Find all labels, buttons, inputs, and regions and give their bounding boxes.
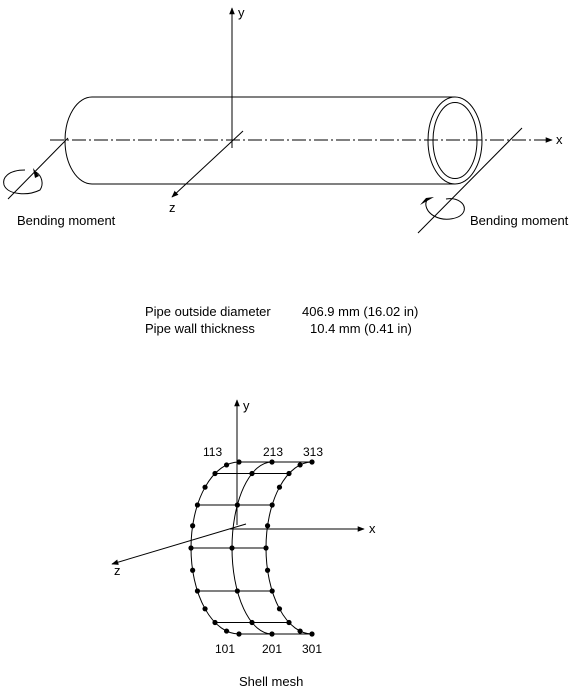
node-label: 201 <box>262 642 282 656</box>
z-axis <box>171 130 244 198</box>
mesh-y-axis-label: y <box>243 398 250 413</box>
property-value: 10.4 mm (0.41 in) <box>310 321 412 336</box>
property-value: 406.9 mm (16.02 in) <box>302 304 418 319</box>
mesh-node <box>297 462 303 468</box>
right-moment-plane <box>417 127 523 234</box>
mesh-node <box>236 631 242 637</box>
pipe-figure: x y z Bending moment Bending moment <box>3 5 569 234</box>
left-moment-label: Bending moment <box>17 213 116 228</box>
mesh-node <box>223 628 230 634</box>
mesh-x-axis-label: x <box>369 521 376 536</box>
mesh-node <box>276 484 283 490</box>
mesh-node <box>223 462 230 468</box>
node-label: 301 <box>302 642 322 656</box>
mesh-node <box>269 631 275 637</box>
right-moment-arrow-icon <box>425 198 465 220</box>
x-axis-label: x <box>556 132 563 147</box>
pipe-properties: Pipe outside diameter 406.9 mm (16.02 in… <box>145 304 418 336</box>
mesh-node <box>269 588 275 594</box>
left-moment-plane <box>7 137 69 200</box>
mesh-node <box>212 619 218 626</box>
mesh-node <box>286 470 292 477</box>
mesh-node <box>188 545 194 551</box>
mesh-node <box>276 606 283 612</box>
mesh-node <box>194 588 201 594</box>
mesh-node <box>194 502 201 508</box>
node-label: 213 <box>263 445 283 459</box>
y-axis-label: y <box>238 5 245 20</box>
mesh-node <box>264 567 271 573</box>
mesh-node <box>212 470 218 477</box>
shell-mesh-nodes <box>188 459 315 637</box>
node-label: 101 <box>215 642 235 656</box>
mesh-figure: y x z 113 213 313 101 201 301 Shell mesh <box>111 398 376 689</box>
mesh-node <box>236 459 242 465</box>
node-label: 313 <box>303 445 323 459</box>
mesh-node <box>249 619 255 626</box>
mesh-node <box>297 628 303 634</box>
mesh-node <box>249 470 255 477</box>
mesh-node <box>190 523 196 529</box>
mesh-node <box>309 631 315 637</box>
mesh-node <box>234 502 240 508</box>
mesh-node <box>263 545 269 551</box>
mesh-z-axis <box>111 523 247 565</box>
mesh-node <box>269 459 275 465</box>
mesh-caption: Shell mesh <box>239 674 303 689</box>
mesh-node <box>202 606 208 612</box>
mesh-node <box>202 484 208 490</box>
property-label: Pipe outside diameter <box>145 304 271 319</box>
shell-mesh-lines <box>190 461 313 635</box>
mesh-node <box>309 459 315 465</box>
node-label: 113 <box>203 445 222 459</box>
mesh-arc <box>265 461 313 635</box>
property-label: Pipe wall thickness <box>145 321 255 336</box>
z-axis-label: z <box>169 200 176 215</box>
mesh-node <box>229 545 235 551</box>
right-moment-label: Bending moment <box>470 213 569 228</box>
mesh-node <box>269 502 275 508</box>
left-moment-arrow-icon <box>3 169 43 195</box>
mesh-node <box>190 567 196 573</box>
mesh-node <box>264 523 271 529</box>
mesh-z-axis-label: z <box>114 563 121 578</box>
mesh-node <box>286 619 292 626</box>
mesh-node <box>234 588 240 594</box>
